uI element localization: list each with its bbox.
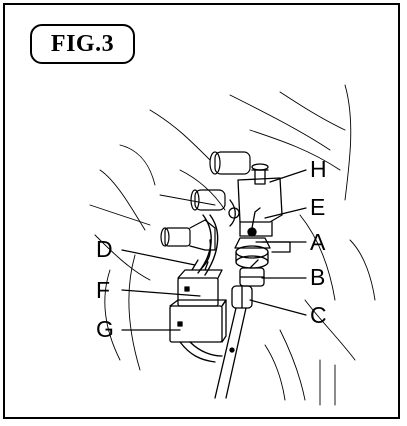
callout-d: D [96,236,113,262]
callout-e: E [310,194,326,220]
sensor-assembly [231,237,271,309]
callout-g: G [96,316,114,342]
leader-lines [121,169,307,331]
callout-h: H [310,156,327,182]
leader-f [121,289,201,297]
mounting-bracket [228,163,283,237]
callout-f: F [96,277,111,303]
connector-f [177,259,223,307]
leader-c [249,299,307,316]
capillary-tube [214,307,247,399]
callout-b: B [310,264,326,290]
left-fitting [160,219,216,251]
connector-g [169,299,227,363]
background-outline [89,84,376,406]
callout-c: C [310,302,327,328]
figure-frame [3,3,400,419]
leader-e [264,207,307,219]
callout-a: A [310,229,326,255]
leader-d [121,249,196,266]
figure-label: FIG.3 [30,24,135,64]
upper-cylinder [190,151,251,211]
leader-h [269,169,307,183]
